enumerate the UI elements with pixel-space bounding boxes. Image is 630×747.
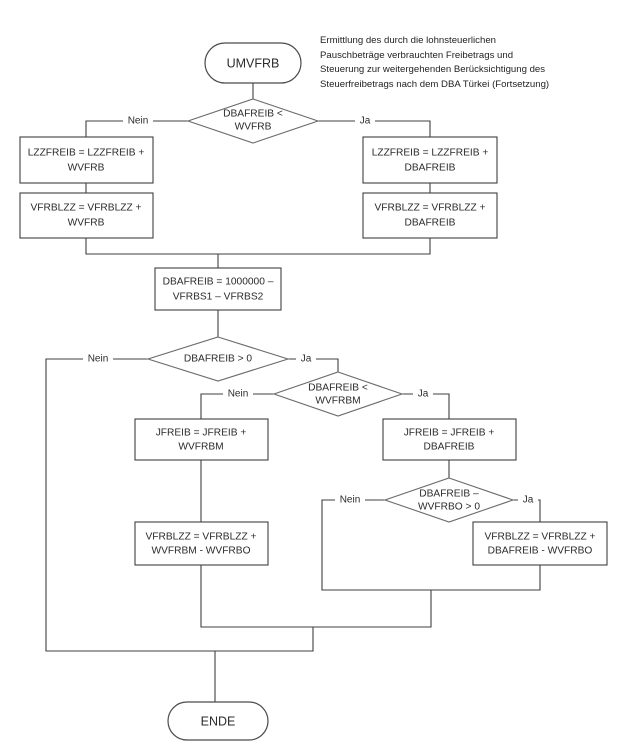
end-terminal-shape[interactable] [167,701,269,741]
node-process-jfreib-dbafreib[interactable]: JFREIB = JFREIB + DBAFREIB [382,418,517,461]
connector-vfrblzz-wvfrbm-wvfrbo-down [200,565,313,628]
header-note-line-1: Ermittlung des durch die lohnsteuerliche… [320,35,496,46]
decision2-label-line1: DBAFREIB > 0 [184,354,253,365]
node-start[interactable]: UMVFRB [204,42,302,84]
header-note: Ermittlung des durch die lohnsteuerliche… [320,34,620,92]
edge-label-decision3-yes: Ja [418,389,429,400]
edge-label-bg-d4-no [335,493,365,507]
edge-label-bg-d2-no [83,352,113,366]
edge-label-decision1-yes: Ja [360,116,371,127]
proc-lzzfreib-wvfrb-line2: WVFRB [68,163,105,174]
decision1-label-line2: WVFRB [235,122,272,133]
proc-vfrblzz-dbafreib-wvfrbo-shape[interactable] [472,521,608,566]
edge-label-bg-d1-yes [355,114,375,128]
header-note-line-2: Pauschbeträge verbrauchten Freibetrags u… [320,49,514,61]
node-process-vfrblzz-dbafreib-wvfrbo[interactable]: VFRBLZZ = VFRBLZZ + DBAFREIB - WVFRBO [472,521,608,566]
proc-vfrblzz-dbafreib-shape[interactable] [362,192,498,239]
connector-decision2-no [45,358,215,652]
proc-vfrblzz-dbafreib-line1: VFRBLZZ = VFRBLZZ + [375,203,486,214]
header-note-line-4: Steuerfreibetrags nach dem DBA Türkei (F… [320,78,550,90]
decision1-shape[interactable] [186,98,320,144]
node-decision-dbafreib-minus-wvfrbo-gt-0[interactable]: DBAFREIB – WVFRBO > 0 [383,477,515,523]
decision2-shape[interactable] [146,336,290,382]
connector-left-merge-down [85,238,218,255]
proc-lzzfreib-wvfrb-line1: LZZFREIB = LZZFREIB + [28,148,145,159]
edge-label-decision4-no: Nein [340,495,361,506]
node-decision-dbafreib-lt-wvfrb[interactable]: DBAFREIB < WVFRB [186,98,320,144]
node-process-lzzfreib-wvfrb[interactable]: LZZFREIB = LZZFREIB + WVFRB [19,136,154,184]
proc-vfrblzz-wvfrbm-wvfrbo-shape[interactable] [134,521,269,566]
node-process-lzzfreib-dbafreib[interactable]: LZZFREIB = LZZFREIB + DBAFREIB [362,136,498,184]
proc-dbafreib-calc-line1: DBAFREIB = 1000000 – [163,277,274,288]
proc-vfrblzz-wvfrb-line2: WVFRB [68,218,105,229]
proc-dbafreib-calc-shape[interactable] [154,267,282,311]
proc-vfrblzz-wvfrb-shape[interactable] [19,192,154,239]
proc-lzzfreib-dbafreib-shape[interactable] [362,136,498,184]
proc-lzzfreib-dbafreib-line1: LZZFREIB = LZZFREIB + [372,148,489,159]
proc-jfreib-wvfrbm-line2: WVFRBM [178,442,223,453]
decision3-label-line1: DBAFREIB < [308,383,368,394]
connector-decision4-no [321,499,431,591]
proc-dbafreib-calc-line2: VFRBS1 – VFRBS2 [173,292,264,303]
header-note-line-3: Steuerung zur weitergehenden Berücksicht… [320,64,546,76]
proc-jfreib-wvfrbm-line1: JFREIB = JFREIB + [156,428,247,439]
edge-label-decision1-no: Nein [128,116,149,127]
decision4-label-line2: WVFRBO > 0 [418,502,480,513]
edge-label-decision4-yes: Ja [523,495,534,506]
node-decision-dbafreib-gt-0[interactable]: DBAFREIB > 0 [146,336,290,382]
decision4-label-line1: DBAFREIB – [419,489,479,500]
node-process-jfreib-wvfrbm[interactable]: JFREIB = JFREIB + WVFRBM [134,418,269,461]
node-process-vfrblzz-wvfrb[interactable]: VFRBLZZ = VFRBLZZ + WVFRB [19,192,154,239]
edge-label-layer: Nein Ja Nein Ja Nein Ja Nein Ja [83,114,538,507]
start-terminal-label: UMVFRB [227,56,280,70]
proc-vfrblzz-wvfrb-line1: VFRBLZZ = VFRBLZZ + [31,203,142,214]
proc-jfreib-dbafreib-line2: DBAFREIB [424,442,475,453]
start-terminal-shape[interactable] [204,42,302,84]
connector-vfrblzz-dbafreib-wvfrbo-merge [431,565,541,591]
proc-vfrblzz-dbafreib-line2: DBAFREIB [405,218,456,229]
edge-label-decision2-yes: Ja [301,354,312,365]
edge-label-bg-d1-no [123,114,153,128]
edge-label-bg-d2-yes [296,352,316,366]
edge-label-bg-d4-yes [518,493,538,507]
edge-label-bg-d3-no [223,387,253,401]
proc-jfreib-wvfrbm-shape[interactable] [134,418,269,461]
edge-label-decision3-no: Nein [228,389,249,400]
node-decision-dbafreib-lt-wvfrbm[interactable]: DBAFREIB < WVFRBM [272,371,404,417]
node-process-vfrblzz-wvfrbm-wvfrbo[interactable]: VFRBLZZ = VFRBLZZ + WVFRBM - WVFRBO [134,521,269,566]
edge-label-decision2-no: Nein [88,354,109,365]
proc-jfreib-dbafreib-line1: JFREIB = JFREIB + [404,428,495,439]
connector-merge-627-to-651 [215,627,314,652]
proc-vfrblzz-dbafreib-wvfrbo-line1: VFRBLZZ = VFRBLZZ + [485,532,596,543]
connector-decision1-no [85,120,188,137]
decision3-shape[interactable] [272,371,404,417]
decision3-label-line2: WVFRBM [315,396,360,407]
edge-label-bg-d3-yes [413,387,433,401]
proc-vfrblzz-wvfrbm-wvfrbo-line1: VFRBLZZ = VFRBLZZ + [146,532,257,543]
node-end[interactable]: ENDE [167,701,269,741]
proc-lzzfreib-dbafreib-line2: DBAFREIB [405,163,456,174]
connector-right-branch-merge-stem [313,590,432,628]
decision4-shape[interactable] [383,477,515,523]
end-terminal-label: ENDE [201,714,236,728]
proc-lzzfreib-wvfrb-shape[interactable] [19,136,154,184]
node-process-dbafreib-calc[interactable]: DBAFREIB = 1000000 – VFRBS1 – VFRBS2 [154,267,282,311]
connector-right-merge-down [218,238,431,255]
proc-vfrblzz-dbafreib-wvfrbo-line2: DBAFREIB - WVFRBO [488,546,593,557]
proc-jfreib-dbafreib-shape[interactable] [382,418,517,461]
decision1-label-line1: DBAFREIB < [223,109,283,120]
proc-vfrblzz-wvfrbm-wvfrbo-line2: WVFRBM - WVFRBO [151,546,250,557]
node-process-vfrblzz-dbafreib[interactable]: VFRBLZZ = VFRBLZZ + DBAFREIB [362,192,498,239]
